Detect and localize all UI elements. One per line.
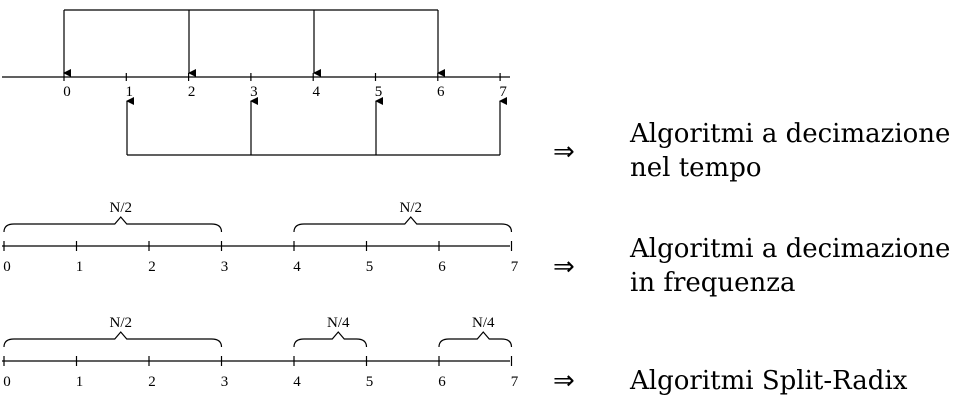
top-tick-label-5: 5 xyxy=(375,84,383,100)
split-implies-arrow: ⇒ xyxy=(553,366,575,396)
mid_axis-brace-label-0: N/2 xyxy=(110,200,133,216)
bottom_axis-brace-label-1: N/4 xyxy=(327,315,350,331)
mid-axis-ticks xyxy=(3,241,513,251)
mid_axis-brace-label-1: N/2 xyxy=(400,200,423,216)
bottom_axis-tick-label-6: 6 xyxy=(438,374,446,390)
bottom-axis-labels: 0 1 2 3 4 5 6 7 xyxy=(3,374,519,390)
mid_axis-tick-label-5: 5 xyxy=(366,259,374,275)
mid_axis-brace-1 xyxy=(293,216,513,233)
top-diagram: 0 1 2 3 4 5 6 7 xyxy=(2,9,510,156)
bottom-diagram: 0 1 2 3 4 5 6 7 N/2 N/4 N/4 xyxy=(2,315,519,390)
bottom_axis-tick-label-1: 1 xyxy=(76,374,84,390)
mid-diagram: 0 1 2 3 4 5 6 7 N/2 N/2 xyxy=(2,200,519,275)
top-tick-label-1: 1 xyxy=(126,84,134,100)
top-tick-label-2: 2 xyxy=(188,84,196,100)
bottom_axis-brace-1 xyxy=(293,331,368,348)
top-tick-label-7: 7 xyxy=(499,84,507,100)
top-axis-labels: 0 1 2 3 4 5 6 7 xyxy=(63,84,507,100)
mid_axis-tick-label-3: 3 xyxy=(221,259,229,275)
top-tick-label-0: 0 xyxy=(63,84,71,100)
bottom_axis-tick-label-5: 5 xyxy=(366,374,374,390)
bottom_axis-tick-label-4: 4 xyxy=(293,374,301,390)
mid-axis-labels: 0 1 2 3 4 5 6 7 xyxy=(3,259,519,275)
bottom_axis-brace-label-0: N/2 xyxy=(110,315,133,331)
mid_axis-brace-0 xyxy=(3,216,223,233)
time-implies-arrow: ⇒ xyxy=(553,137,575,167)
time-description-line2: nel tempo xyxy=(630,153,762,183)
bottom_axis-brace-2 xyxy=(438,331,513,348)
top-tick-label-4: 4 xyxy=(312,84,320,100)
time-description-line1: Algoritmi a decimazione xyxy=(629,119,950,149)
bottom-axis-braces: N/2 N/4 N/4 xyxy=(3,315,513,348)
bottom_axis-tick-label-7: 7 xyxy=(511,374,519,390)
split-description-line1: Algoritmi Split-Radix xyxy=(629,366,908,396)
top-tick-label-3: 3 xyxy=(250,84,258,100)
mid_axis-tick-label-4: 4 xyxy=(293,259,301,275)
freq-description-line2: in frequenza xyxy=(630,268,795,298)
bottom_axis-tick-label-3: 3 xyxy=(221,374,229,390)
bottom_axis-brace-label-2: N/4 xyxy=(472,315,495,331)
mid_axis-tick-label-6: 6 xyxy=(438,259,446,275)
mid_axis-tick-label-1: 1 xyxy=(76,259,84,275)
bottom_axis-tick-label-0: 0 xyxy=(3,374,11,390)
mid_axis-tick-label-0: 0 xyxy=(3,259,11,275)
bottom_axis-brace-0 xyxy=(3,331,223,348)
bottom-axis-ticks xyxy=(3,356,513,366)
mid_axis-tick-label-7: 7 xyxy=(511,259,519,275)
freq-description-line1: Algoritmi a decimazione xyxy=(629,234,950,264)
descriptions: ⇒ Algoritmi a decimazione nel tempo ⇒ Al… xyxy=(553,119,950,396)
mid_axis-tick-label-2: 2 xyxy=(148,259,156,275)
mid-axis-braces: N/2 N/2 xyxy=(3,200,513,233)
top-tick-label-6: 6 xyxy=(437,84,445,100)
freq-implies-arrow: ⇒ xyxy=(553,252,575,282)
bottom_axis-tick-label-2: 2 xyxy=(148,374,156,390)
